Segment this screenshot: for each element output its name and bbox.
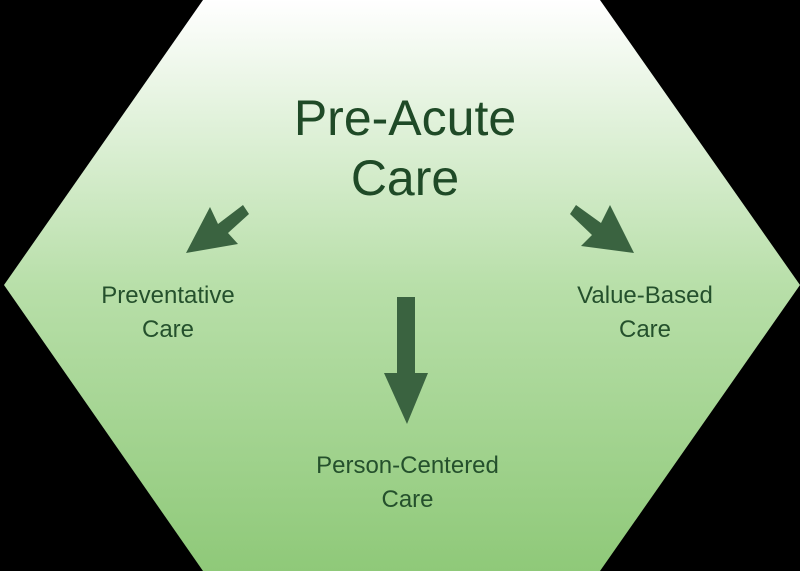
- arrow-down-right-icon: [570, 205, 634, 253]
- central-title: Pre-Acute Care: [293, 90, 517, 206]
- node-preventative-care: Preventative Care: [101, 282, 235, 343]
- node-person-centered-care: Person-Centered Care: [316, 452, 499, 513]
- arrow-down-left-icon: [186, 205, 249, 253]
- node-value-based-care: Value-Based Care: [577, 282, 713, 343]
- arrow-down-icon: [384, 297, 428, 424]
